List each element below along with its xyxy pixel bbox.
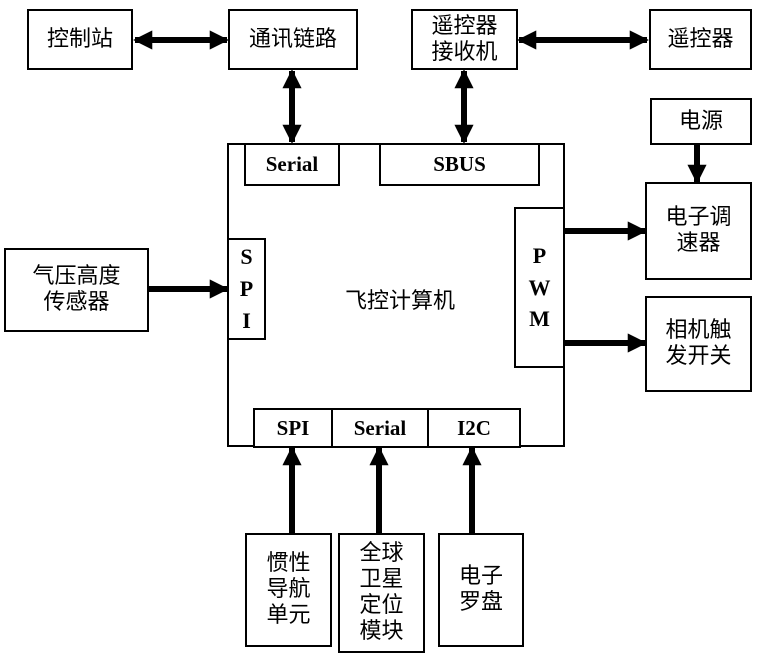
esc-box: 电子调 速器 xyxy=(645,182,752,280)
spi-left-port: S P I xyxy=(227,238,266,340)
flight-computer-box xyxy=(227,143,565,447)
compass-box: 电子 罗盘 xyxy=(438,533,524,647)
comm-link-box: 通讯链路 xyxy=(228,9,358,70)
rc-receiver-box: 遥控器 接收机 xyxy=(411,9,518,70)
spi-bottom-port: SPI xyxy=(253,408,333,448)
baro-sensor-box: 气压高度 传感器 xyxy=(4,248,149,332)
power-box: 电源 xyxy=(650,98,752,145)
i2c-port: I2C xyxy=(427,408,521,448)
imu-box: 惯性 导航 单元 xyxy=(245,533,332,647)
flight-computer-label: 飞控计算机 xyxy=(344,289,455,314)
serial-top-port: Serial xyxy=(244,143,340,186)
gnss-box: 全球 卫星 定位 模块 xyxy=(338,533,425,653)
control-station-box: 控制站 xyxy=(27,9,133,70)
pwm-port: P W M xyxy=(514,207,565,368)
rc-box: 遥控器 xyxy=(649,9,752,70)
camera-trigger-box: 相机触 发开关 xyxy=(645,296,752,392)
serial-bottom-port: Serial xyxy=(331,408,429,448)
sbus-port: SBUS xyxy=(379,143,540,186)
